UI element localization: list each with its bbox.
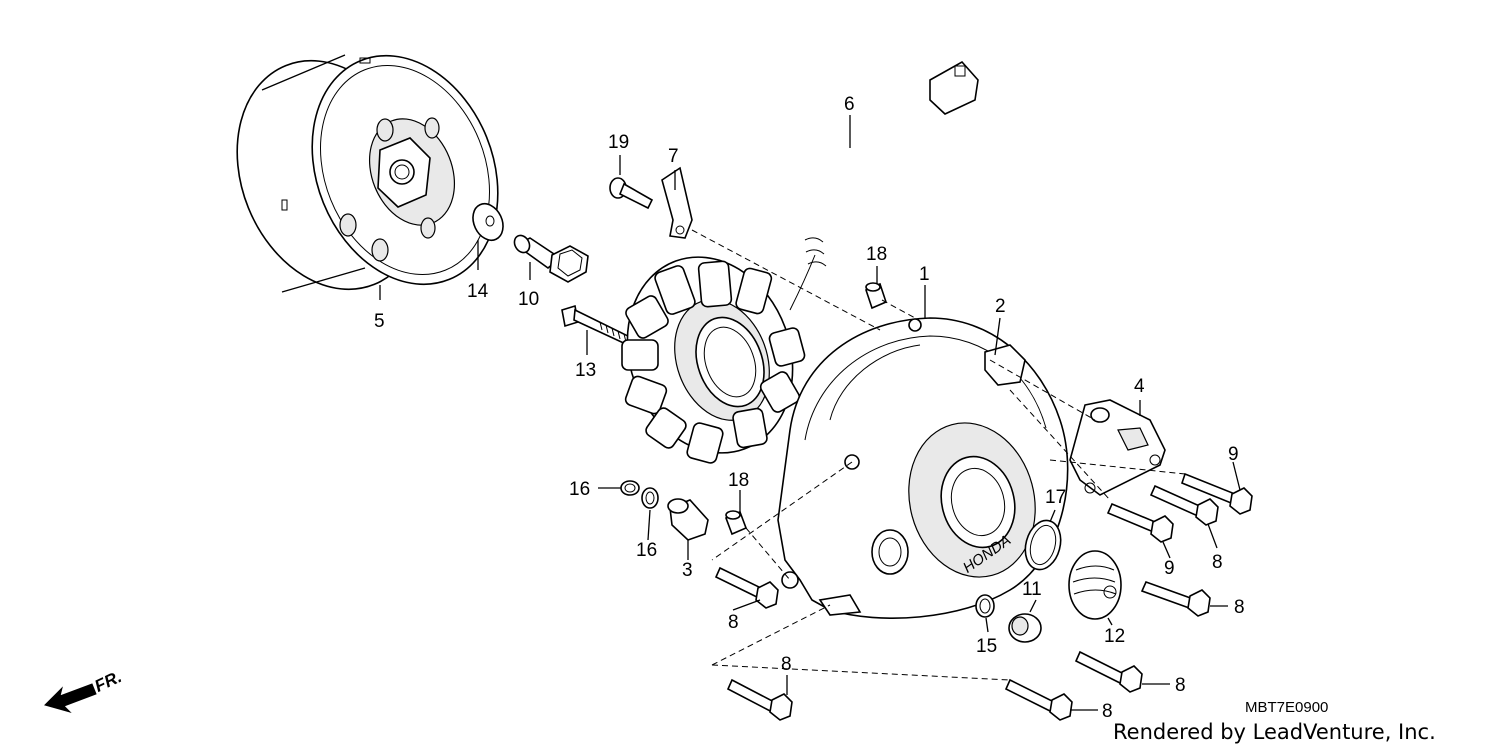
clamp-part-7[interactable] [661, 166, 693, 239]
bolt-part-8-b[interactable] [1140, 580, 1211, 617]
bolt-part-8-c[interactable] [714, 566, 779, 609]
label-4: 4 [1134, 376, 1145, 397]
o-ring-part-16-b[interactable] [641, 487, 659, 509]
label-2: 2 [995, 296, 1006, 317]
label-18-lower: 18 [728, 470, 749, 491]
diagram-code: MBT7E0900 [1245, 699, 1328, 716]
flywheel-part-5[interactable] [204, 28, 531, 318]
label-8-b: 8 [1234, 597, 1245, 618]
label-16-a: 16 [569, 479, 590, 500]
bolt-part-9-b[interactable] [1106, 502, 1174, 543]
label-14: 14 [467, 281, 489, 302]
label-18-upper: 18 [866, 244, 887, 265]
bolt-part-8-e[interactable] [1004, 678, 1073, 721]
label-17: 17 [1045, 487, 1066, 508]
label-15: 15 [976, 636, 997, 657]
front-direction-arrow: FR. [44, 667, 125, 713]
wire-harness-part-6[interactable] [798, 60, 979, 271]
part-labels: 5 14 10 13 19 7 6 18 1 2 4 16 16 3 18 17… [374, 94, 1245, 722]
bolt-part-8-d[interactable] [1074, 650, 1143, 693]
label-3: 3 [682, 560, 693, 581]
dowel-pin-part-18-upper[interactable] [865, 282, 887, 310]
label-11: 11 [1022, 579, 1042, 600]
label-8-f: 8 [1102, 701, 1113, 722]
label-16-b: 16 [636, 540, 657, 561]
label-8-d: 8 [781, 654, 792, 675]
o-ring-part-15[interactable] [975, 594, 995, 618]
front-direction-label: FR. [92, 667, 125, 696]
o-ring-part-16-a[interactable] [620, 480, 640, 496]
washer-part-14[interactable] [467, 199, 508, 245]
cap-part-11[interactable] [1008, 613, 1042, 643]
bolt-part-9-a[interactable] [1181, 472, 1253, 515]
label-8-c: 8 [728, 612, 739, 633]
o-ring-part-17[interactable] [1020, 516, 1066, 573]
label-9-b: 9 [1164, 558, 1175, 579]
bolt-part-13[interactable] [561, 304, 633, 348]
bracket-part-4[interactable] [1069, 399, 1166, 496]
label-1: 1 [919, 264, 930, 285]
label-9-a: 9 [1228, 444, 1239, 465]
stator-coil[interactable] [601, 234, 820, 477]
label-8-a: 8 [1212, 552, 1223, 573]
label-7: 7 [668, 146, 679, 167]
label-10: 10 [518, 289, 539, 310]
label-12: 12 [1104, 626, 1125, 647]
label-8-e: 8 [1175, 675, 1186, 696]
dowel-pin-part-18-lower[interactable] [724, 510, 748, 536]
render-credit: Rendered by LeadVenture, Inc. [1113, 720, 1436, 744]
label-19: 19 [608, 132, 629, 153]
label-5: 5 [374, 311, 385, 332]
label-13: 13 [575, 360, 596, 381]
cap-part-12[interactable] [1068, 550, 1122, 620]
leader-lines [379, 115, 1241, 711]
flange-bolt-part-10[interactable] [511, 233, 589, 283]
screw-part-19[interactable] [609, 177, 654, 210]
bolt-part-8-f[interactable] [726, 678, 793, 721]
bolt-part-8-a[interactable] [1149, 484, 1219, 526]
label-6: 6 [844, 94, 855, 115]
crankcase-cover-part-1[interactable]: HONDA [777, 317, 1069, 619]
plug-part-3[interactable] [667, 498, 709, 541]
